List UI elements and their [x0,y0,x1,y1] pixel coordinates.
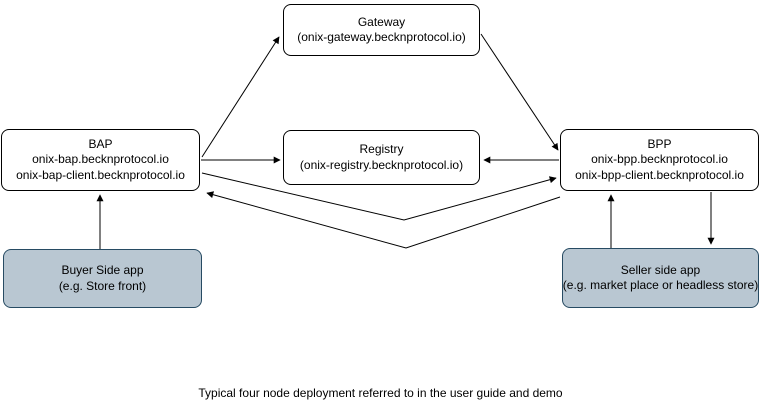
bap-domain: onix-bap.becknprotocol.io [32,152,169,167]
node-seller-app: Seller side app (e.g. market place or he… [562,248,759,308]
node-bap: BAP onix-bap.becknprotocol.io onix-bap-c… [1,129,200,191]
edge-gateway-to-bpp [480,33,559,151]
edge-bap-to-bpp [201,172,557,221]
node-registry: Registry (onix-registry.becknprotocol.io… [283,130,480,185]
bpp-client-domain: onix-bpp-client.becknprotocol.io [575,167,744,182]
bap-title: BAP [88,136,113,151]
buyer-app-subtitle: (e.g. Store front) [58,278,147,293]
gateway-title: Gateway [357,14,406,29]
registry-subtitle: (onix-registry.becknprotocol.io) [299,157,464,172]
registry-title: Registry [359,142,404,156]
buyer-app-title: Buyer Side app [61,263,144,277]
bpp-domain: onix-bpp.becknprotocol.io [591,152,728,167]
node-buyer-app: Buyer Side app (e.g. Store front) [3,249,202,308]
seller-app-title: Seller side app [620,262,701,277]
bap-client-domain: onix-bap-client.becknprotocol.io [16,167,185,182]
edge-bap-to-gateway [201,36,280,158]
seller-app-subtitle: (e.g. market place or headless store) [562,278,759,292]
gateway-subtitle: (onix-gateway.becknprotocol.io) [297,30,466,44]
edge-bpp-to-bap [206,191,561,249]
node-gateway: Gateway (onix-gateway.becknprotocol.io) [283,4,480,56]
bpp-title: BPP [647,136,672,151]
node-bpp: BPP onix-bpp.becknprotocol.io onix-bpp-c… [560,129,759,191]
diagram-caption: Typical four node deployment referred to… [198,386,563,400]
